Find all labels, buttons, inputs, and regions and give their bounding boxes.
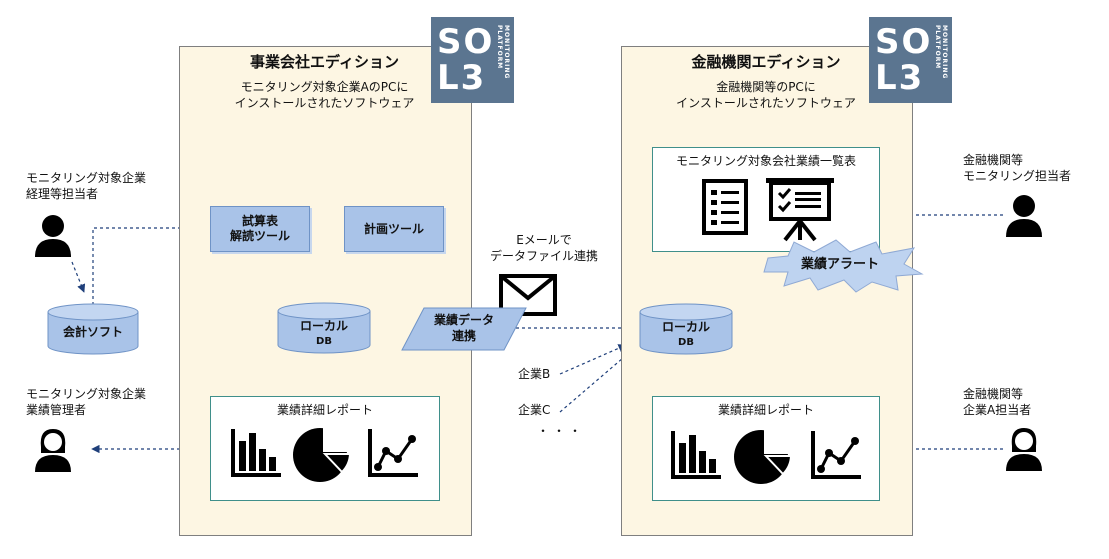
- pie-chart-icon-right: [734, 429, 793, 484]
- plan-tool: 計画ツール: [344, 206, 444, 252]
- sol3-logo-right: SO L3 MONITORING PLATFORM: [869, 17, 952, 103]
- arrow-person-to-accounting: [71, 261, 86, 293]
- presentation-board-icon: [766, 178, 834, 242]
- company-c-label: 企業C: [518, 403, 551, 417]
- data-link-label: 業績データ 連携: [433, 313, 494, 343]
- person-icon-manager: [35, 429, 71, 472]
- logo-text-bottom-right: L3: [875, 58, 925, 98]
- document-list-icon: [702, 179, 748, 235]
- sol3-logo-left: SO L3 MONITORING PLATFORM: [431, 17, 514, 103]
- arrow-companyB: [559, 344, 627, 375]
- logo-text-top-right: SO: [875, 22, 933, 62]
- bank-companyA-label: 金融機関等 企業A担当者: [963, 387, 1032, 417]
- person-icon-accounting: [35, 215, 71, 257]
- trial-balance-tool: 試算表 解読ツール: [210, 206, 310, 252]
- right-report-title: 業績詳細レポート: [717, 403, 814, 417]
- bar-chart-icon-right: [671, 431, 721, 479]
- right-report-box: 業績詳細レポート: [652, 396, 880, 501]
- envelope-icon: [499, 274, 557, 316]
- right-local-db: [639, 303, 733, 355]
- performance-alert-burst: [763, 239, 924, 293]
- monitoring-list-title: モニタリング対象会社業績一覧表: [675, 154, 856, 168]
- left-report-title: 業績詳細レポート: [276, 403, 373, 417]
- logo-text-top: SO: [437, 22, 495, 62]
- ellipsis-label: ・・・: [537, 424, 586, 438]
- person-icon-bank-companyA: [1006, 428, 1042, 471]
- accounting-person-label: モニタリング対象企業 経理等担当者: [26, 171, 147, 201]
- bank-edition-title: 金融機関エディション: [691, 53, 841, 71]
- logo-text-bottom: L3: [437, 58, 487, 98]
- arrow-accounting-to-trial: [92, 223, 206, 305]
- line-chart-icon: [368, 429, 418, 477]
- data-link-shape: [401, 307, 527, 351]
- monitoring-list-box: モニタリング対象会社業績一覧表: [652, 147, 880, 252]
- left-db-label: ローカル: [299, 319, 348, 333]
- person-icon-bank-monitor: [1006, 195, 1042, 237]
- email-label: Eメールで データファイル連携: [489, 233, 598, 263]
- right-db-sublabel: DB: [678, 337, 694, 348]
- left-db-sublabel: DB: [316, 336, 332, 347]
- logo-tagline-right: MONITORING PLATFORM: [934, 25, 948, 80]
- arrow-companyC: [559, 351, 631, 413]
- accounting-software-db: [47, 303, 139, 355]
- performance-alert-label: 業績アラート: [800, 257, 879, 272]
- logo-tagline: MONITORING PLATFORM: [496, 25, 510, 80]
- company-b-label: 企業B: [518, 367, 551, 381]
- bar-chart-icon: [231, 429, 281, 477]
- performance-manager-label: モニタリング対象企業 業績管理者: [26, 387, 147, 417]
- pie-chart-icon: [293, 427, 352, 482]
- bank-edition-subtitle: 金融機関等のPCに インストールされたソフトウェア: [676, 80, 856, 110]
- business-edition-subtitle: モニタリング対象企業AのPCに インストールされたソフトウェア: [234, 80, 415, 110]
- line-chart-icon-right: [811, 431, 861, 479]
- left-report-box: 業績詳細レポート: [210, 396, 440, 501]
- bank-monitor-label: 金融機関等 モニタリング担当者: [963, 153, 1072, 183]
- business-edition-title: 事業会社エディション: [250, 53, 399, 71]
- left-local-db: [277, 302, 371, 354]
- accounting-software-label: 会計ソフト: [62, 325, 123, 339]
- right-db-label: ローカル: [661, 320, 710, 334]
